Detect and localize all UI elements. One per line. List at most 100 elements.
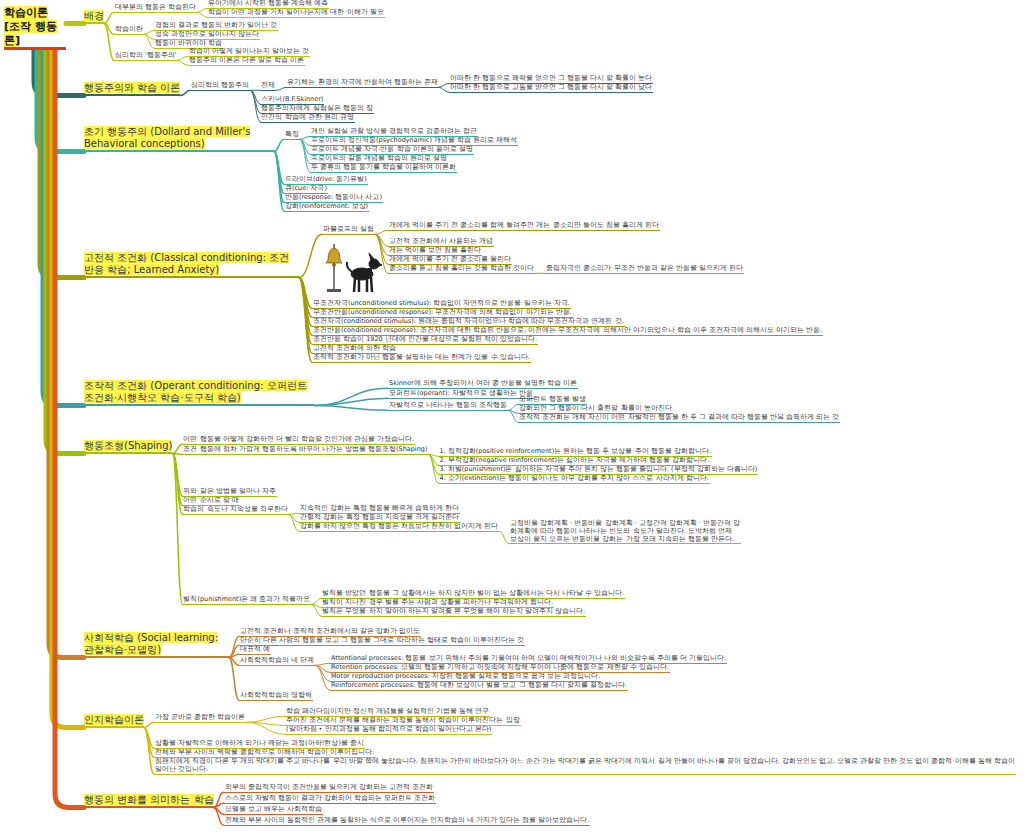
topic-text: 특징 — [285, 130, 299, 138]
subtopic: 조건자극(conditioned stimulus): 원래는 중립적 자극이었… — [312, 318, 625, 327]
branch-line — [499, 531, 509, 544]
trunk-branch-line — [55, 50, 84, 807]
subtopic: 4. 소거(extinction)는 행동이 일어나도 아무 강화를 주지 않아… — [438, 475, 709, 484]
subtopic: 무조건반응(unconditioned response): 무조건자극에 의해… — [312, 309, 573, 318]
subtopic: 조건반응 학습이 1920 년대에 인간을 대상으로 실험된 적이 있었습니다. — [312, 336, 538, 345]
subtopic: 주어진 조건에서 문제를 해결하는 과정을 통해서 학습이 이루어진다는 입장 — [285, 717, 521, 726]
topic-text: 스스로의 자발적 행동이 결과가 강화되어 학습되는 오퍼런트 조건화 — [225, 794, 435, 802]
subtopic: 특징 — [284, 131, 300, 140]
bell-and-dog-illustration — [325, 240, 383, 298]
dog-neck — [368, 268, 372, 272]
topic-text: 행동주의와 학습 이론 — [84, 82, 180, 93]
branch-line — [439, 83, 449, 87]
subtopic: 강화를 하지 않으면 특정 행동은 처음보다 천천히 없어지게 된다 — [299, 523, 500, 532]
subtopic: 오퍼런트 행동을 발생 — [518, 396, 587, 405]
branch-line — [144, 728, 154, 775]
branch-line — [229, 645, 239, 657]
branch-line — [104, 12, 114, 23]
topic-text: 학습이란 — [115, 25, 143, 33]
branch-line — [144, 34, 154, 48]
topic-text: 인간의 학습에 관한 원리 규명 — [261, 113, 353, 121]
branch-line — [246, 716, 285, 722]
trunk-branch-line — [66, 21, 84, 26]
topic-text: 상황을 자발적으로 이해하게 되거나 깨닫는 과정(아하!현상)을 중시 — [155, 739, 364, 747]
main-branch-topic: 초기 행동주의 (Dollard and Miller's Behavioral… — [84, 126, 274, 152]
topic-text: (알아차림 • 인지과정을 통해 합리적으로 학습이 일어난다고 본다) — [286, 725, 491, 733]
branch-line — [178, 56, 188, 60]
subtopic: 스스로의 자발적 행동이 결과가 강화되어 학습되는 오퍼런트 조건화 — [224, 795, 436, 804]
topic-text: 고전적 조건화에 의한 학습 — [313, 344, 396, 352]
subtopic: 중립자극인 종소리가 무조건 반응과 같은 반응을 일으키게 된다 — [545, 265, 743, 274]
topic-text: 고정비율 강화계획 · 변동비율 강화계획 · 고정간격 강화계획 · 변동간격… — [510, 519, 740, 543]
topic-text: 강화(reinforcement: 보상) — [285, 202, 368, 210]
topic-text: 드라이브(drive: 동기유발) — [285, 175, 367, 183]
branch-line — [172, 454, 182, 605]
subtopic: 1. 정적강화(positive reinforcement)는 원하는 행동 … — [438, 448, 711, 457]
dog-icon — [347, 253, 382, 292]
subtopic: 전제 — [260, 82, 276, 91]
topic-text: 중립자극인 종소리가 무조건 반응과 같은 반응을 일으키게 된다 — [546, 264, 742, 272]
subtopic: 심리학의 행동주의 — [190, 82, 250, 91]
subtopic: 드라이브(drive: 동기유발) — [284, 176, 368, 185]
topic-text: 2. 부적강화(negative reinforcement)는 싫어하는 자극… — [439, 456, 709, 464]
branch-line — [314, 388, 388, 405]
main-branch-topic: 행동주의와 학습 이론 — [84, 82, 180, 96]
topic-text: 고전적 조건화나 조작적 조건화에서와 같은 강화가 없이도 — [240, 627, 420, 635]
subtopic: 외부의 중립적자극이 조건반응을 일으키게 강화되는 고전적 조건화 — [224, 784, 434, 793]
main-branch-topic: 행동조형(Shaping) — [84, 440, 172, 454]
topic-text: 어떠한 한 행동으로 고통을 받으면 그 행동을 다시 할 확률이 낮다 — [450, 83, 653, 91]
subtopic: 유기체는 환경의 자극에 반응하여 행동하는 존재 — [286, 79, 438, 88]
topic-text: 침팬지에게 직경이 다른 두 개의 막대기를 주고 바나나를 우리 바깥 쪽에 … — [155, 757, 1015, 773]
topic-text: 모델을 보고 배우는 사회적학습 — [225, 805, 322, 813]
bell-base — [327, 289, 341, 292]
topic-text: 오퍼런트(operant): 자발적으로 생활하는 반응 — [389, 389, 533, 397]
subtopic: (알아차림 • 인지과정을 통해 합리적으로 학습이 일어난다고 본다) — [285, 726, 492, 735]
topic-text: 외부의 중립적자극이 조건반응을 일으키게 강화되는 고전적 조건화 — [225, 783, 433, 791]
topic-text: 벌칙이 지나친 경우 벌을 주는 사람과 상황을 피하거나 두려워하게 됩니다. — [322, 598, 553, 606]
topic-text: 두 종류의 행동 동기를 학습을 이용하여 이론화 — [311, 163, 456, 171]
topic-text: 오퍼런트 행동을 발생 — [519, 395, 586, 403]
subtopic: 프로이트 개념을 자극-반응 학습 이론의 용어로 설명 — [310, 146, 474, 155]
subtopic: Reinforcement processes: 행동에 대한 보상이나 벌을 … — [330, 682, 628, 691]
subtopic: 2. 부적강화(negative reinforcement)는 싫어하는 자극… — [438, 457, 710, 466]
topic-text: 4. 소거(extinction)는 행동이 일어나도 아무 강화를 주지 않아… — [439, 474, 708, 482]
subtopic: 프로이트의 갈등 개념을 학습의 원리로 설명 — [310, 155, 448, 164]
branch-line — [214, 792, 224, 807]
subtopic: 강화되면 그 행동이 다시 출현할 확률이 높아진다 — [518, 405, 672, 414]
subtopic: 대표적 예 — [239, 646, 271, 655]
topic-text: 경험의 결과로 행동의 변화가 일어난 것 — [155, 21, 277, 29]
subtopic: 침팬지에게 직경이 다른 두 개의 막대기를 주고 바나나를 우리 바깥 쪽에 … — [154, 758, 1016, 775]
subtopic: 벌칙은 무엇을 하지 말아야 하는지 알려줄 뿐 무엇을 해야 하는지 알려주지… — [321, 608, 586, 617]
subtopic: 벌칙(punishment)은 왜 효과가 적을까요 — [182, 596, 311, 605]
topic-text: 행동조형(Shaping) — [84, 440, 172, 451]
subtopic: 개에게 먹이를 주기 전 종소리를 함께 들려주면 개는 종소리만 들어도 침을… — [388, 222, 660, 231]
topic-text: 성숙 과정만으로 일어나지 않는다 — [155, 30, 259, 38]
subtopic: 행동주의자에게 실험실은 행동의 장 — [260, 105, 373, 114]
topic-text: 단순히 다른 사람의 행동을 보고 그 행동을 그대로 따라하는 형태로 학습이… — [240, 636, 524, 644]
branch-line — [300, 139, 310, 172]
subtopic: Motor reproduction processes: 저장된 행동을 실제… — [330, 673, 601, 682]
topic-text: 프로이트의 갈등 개념을 학습의 원리로 설명 — [311, 154, 447, 162]
subtopic: 모델을 보고 배우는 사회적학습 — [224, 806, 323, 815]
topic-text: 개는 먹이를 보면 침을 흘린다 — [389, 246, 481, 254]
branch-line — [314, 398, 388, 405]
topic-text: 행동의 변화를 의미하는 학습 — [84, 794, 214, 805]
topic-text: 학습이 어떻게 일어나는지 알아보는 것 — [189, 47, 309, 55]
subtopic: 조건 행동에 점차 가깝게 행동하도록 바꾸어 나가는 방법을 행동조형(Sha… — [182, 446, 428, 455]
topic-text: 벌칙을 받았던 행동을 그 상황에서는 하지 않지만 벌이 없는 상황에서는 다… — [322, 589, 624, 597]
subtopic: 유아기에서 시작된 행동을 계속해 예측 — [207, 0, 329, 9]
branch-line — [311, 604, 321, 616]
branch-line — [246, 722, 285, 734]
branch-line — [508, 410, 518, 422]
topic-text: 조건 행동에 점차 가깝게 행동하도록 바꾸어 나가는 방법을 행동조형(Sha… — [183, 445, 427, 453]
topic-text: 개에게 먹이를 주기 전 종소리를 함께 들려주면 개는 종소리만 들어도 침을… — [389, 221, 659, 229]
branch-line — [508, 404, 518, 410]
topic-text: 위와 같은 방법을 얼마나 자주 — [183, 487, 275, 495]
subtopic: 학습 패러다임이지만 정신적 개념들을 실험적인 기법을 통해 연구 — [285, 708, 490, 717]
branch-line — [274, 152, 284, 212]
topic-text: 고전적 조건화에서 사용되는 개념 — [389, 237, 493, 245]
topic-text: 프로이트 개념을 자극-반응 학습 이론의 용어로 설명 — [311, 145, 473, 153]
branch-line — [375, 230, 388, 234]
subtopic: 반응(response: 행동이나 사고) — [284, 194, 383, 203]
branch-line — [250, 90, 260, 113]
